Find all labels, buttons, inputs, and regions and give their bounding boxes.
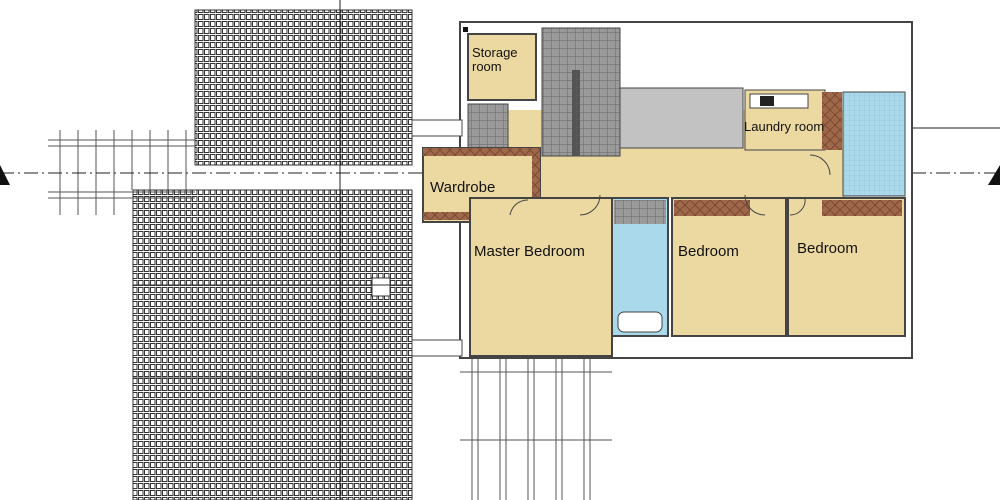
section-marker-right (988, 165, 1000, 185)
bedroom-2 (787, 197, 906, 337)
master-bedroom (469, 197, 613, 357)
roof-upper (194, 9, 413, 166)
bedroom-1 (671, 197, 787, 337)
bedroom-2-label: Bedroom (797, 240, 858, 257)
pergola-bottom (460, 358, 612, 500)
storage-room (467, 33, 537, 101)
section-marker-left (0, 165, 10, 185)
laundry-room-label: Laundry room (744, 119, 825, 134)
pergola-left (48, 130, 195, 215)
storage-label-line1: Storage (472, 45, 518, 60)
bathroom-right (842, 91, 906, 197)
wardrobe-label: Wardrobe (430, 179, 496, 196)
terrace (619, 87, 744, 149)
stairs (541, 27, 621, 157)
bedroom-1-label: Bedroom (678, 243, 739, 260)
shower (467, 103, 509, 149)
master-bedroom-label: Master Bedroom (474, 243, 585, 260)
storage-label-line2: room (472, 58, 502, 74)
roof-lower (132, 189, 413, 500)
